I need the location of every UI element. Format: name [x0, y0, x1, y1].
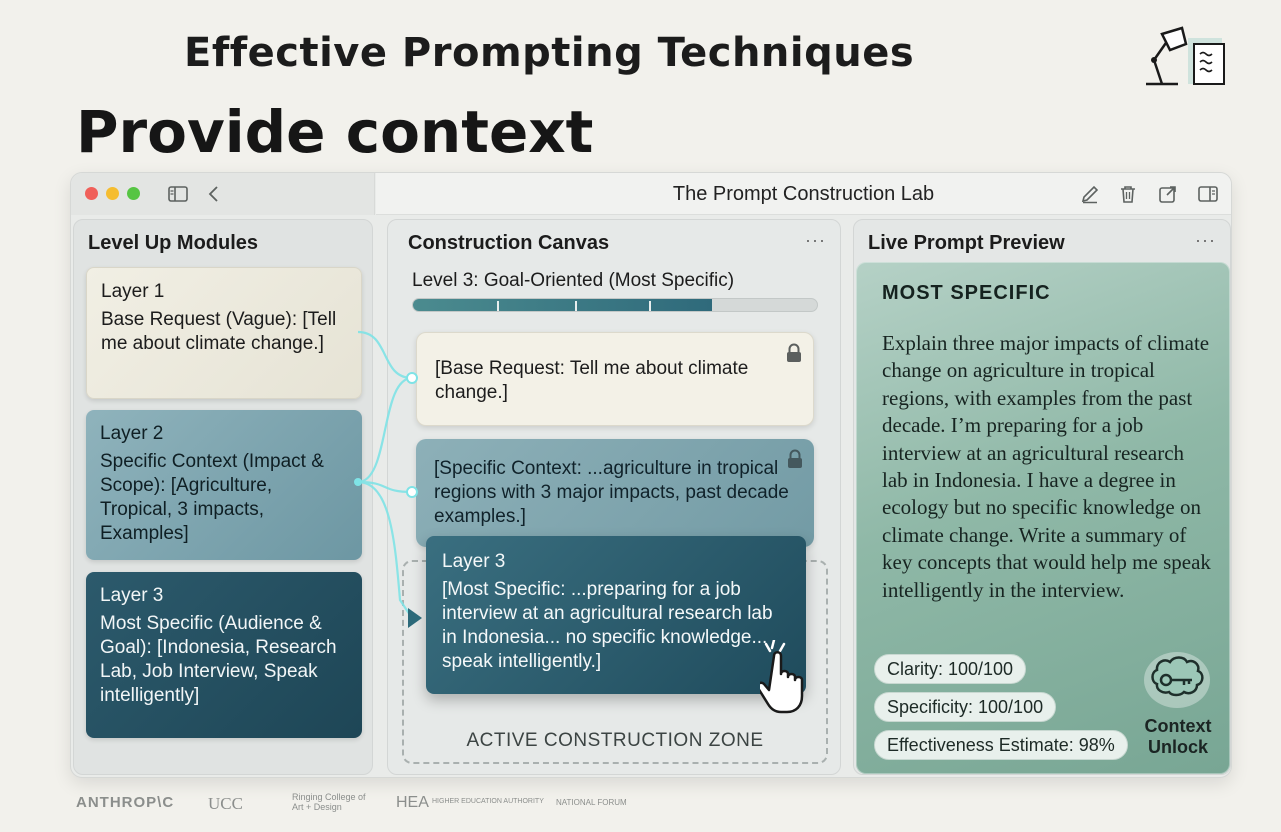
page-title: Provide context	[76, 98, 594, 166]
module-title: Layer 1	[101, 281, 165, 302]
hea-subtitle: HIGHER EDUCATION AUTHORITY	[432, 798, 544, 805]
desk-lamp-icon	[1146, 26, 1225, 86]
progress-tick	[649, 301, 651, 311]
ringing-college-logo: Ringing College of Art + Design	[292, 792, 366, 812]
base-request-slot[interactable]: [Base Request: Tell me about climate cha…	[416, 332, 814, 426]
split-view-icon[interactable]	[1197, 183, 1219, 205]
module-title: Layer 2	[100, 423, 164, 444]
module-layer-3[interactable]: Layer 3 Most Specific (Audience & Goal):…	[86, 572, 362, 738]
slot-text: [Base Request: Tell me about climate cha…	[435, 358, 749, 403]
ucc-logo: UCC	[208, 794, 243, 813]
progress-fill	[413, 299, 712, 311]
specificity-metric: Specificity: 100/100	[874, 692, 1057, 722]
supertitle: Effective Prompting Techniques	[184, 30, 915, 76]
left-panel-header: Level Up Modules	[88, 232, 259, 254]
trash-icon[interactable]	[1117, 183, 1139, 205]
progress-tick	[575, 301, 577, 311]
specific-context-slot[interactable]: [Specific Context: ...agriculture in tro…	[416, 439, 814, 547]
active-layer-3-card[interactable]: Layer 3 [Most Specific: ...preparing for…	[426, 536, 806, 694]
prompt-preview-card: MOST SPECIFIC Explain three major impact…	[856, 262, 1230, 774]
hea-logo: HEA	[396, 794, 429, 811]
minimize-window-button[interactable]	[106, 187, 119, 200]
edit-icon[interactable]	[1079, 183, 1101, 205]
title-bar-left	[71, 173, 375, 215]
right-panel-header: Live Prompt Preview	[868, 232, 1065, 254]
progress-tick	[497, 301, 499, 311]
level-progress-bar	[412, 298, 818, 312]
mid-panel-menu-button[interactable]: ···	[805, 230, 826, 250]
module-body: Base Request (Vague): [Tell me about cli…	[101, 309, 337, 354]
level-up-modules-panel: Level Up Modules Layer 1 Base Request (V…	[73, 219, 373, 775]
back-chevron-icon[interactable]	[203, 183, 225, 205]
preview-heading: MOST SPECIFIC	[882, 282, 1051, 304]
module-title: Layer 3	[100, 585, 164, 606]
card-text: [Most Specific: ...preparing for a job i…	[442, 579, 773, 672]
module-layer-2[interactable]: Layer 2 Specific Context (Impact & Scope…	[86, 410, 362, 560]
context-unlock-label: Context Unlock	[1144, 716, 1212, 757]
module-body: Most Specific (Audience & Goal): [Indone…	[100, 613, 337, 706]
preview-body: Explain three major impacts of climate c…	[882, 331, 1211, 602]
level-label: Level 3: Goal-Oriented (Most Specific)	[412, 270, 735, 291]
zone-label: ACTIVE CONSTRUCTION ZONE	[466, 730, 764, 751]
module-body: Specific Context (Impact & Scope): [Agri…	[100, 451, 324, 544]
external-link-icon[interactable]	[1157, 183, 1179, 205]
card-title: Layer 3	[442, 551, 506, 572]
window-title: The Prompt Construction Lab	[672, 183, 935, 205]
title-bar-main: The Prompt Construction Lab	[376, 173, 1231, 215]
mid-panel-header: Construction Canvas	[408, 232, 610, 254]
effectiveness-metric: Effectiveness Estimate: 98%	[874, 730, 1128, 760]
anthropic-logo: ANTHROP\C	[76, 794, 175, 811]
maximize-window-button[interactable]	[127, 187, 140, 200]
lock-icon	[787, 343, 801, 362]
clarity-metric: Clarity: 100/100	[874, 654, 1027, 684]
lock-icon	[788, 449, 802, 468]
title-bar: The Prompt Construction Lab	[71, 173, 1231, 215]
app-window: The Prompt Construction Lab	[70, 172, 1232, 778]
national-forum-logo: NATIONAL FORUM	[556, 798, 627, 807]
close-window-button[interactable]	[85, 187, 98, 200]
brain-key-icon[interactable]	[1142, 650, 1212, 710]
live-prompt-preview-panel: Live Prompt Preview ··· MOST SPECIFIC Ex…	[853, 219, 1231, 775]
slot-text: [Specific Context: ...agriculture in tro…	[434, 458, 789, 527]
right-panel-menu-button[interactable]: ···	[1195, 230, 1216, 250]
module-layer-1[interactable]: Layer 1 Base Request (Vague): [Tell me a…	[86, 267, 362, 399]
sidebar-icon[interactable]	[167, 183, 189, 205]
pointer-hand-icon	[760, 640, 804, 714]
construction-canvas-panel: Construction Canvas ··· Level 3: Goal-Or…	[387, 219, 841, 775]
